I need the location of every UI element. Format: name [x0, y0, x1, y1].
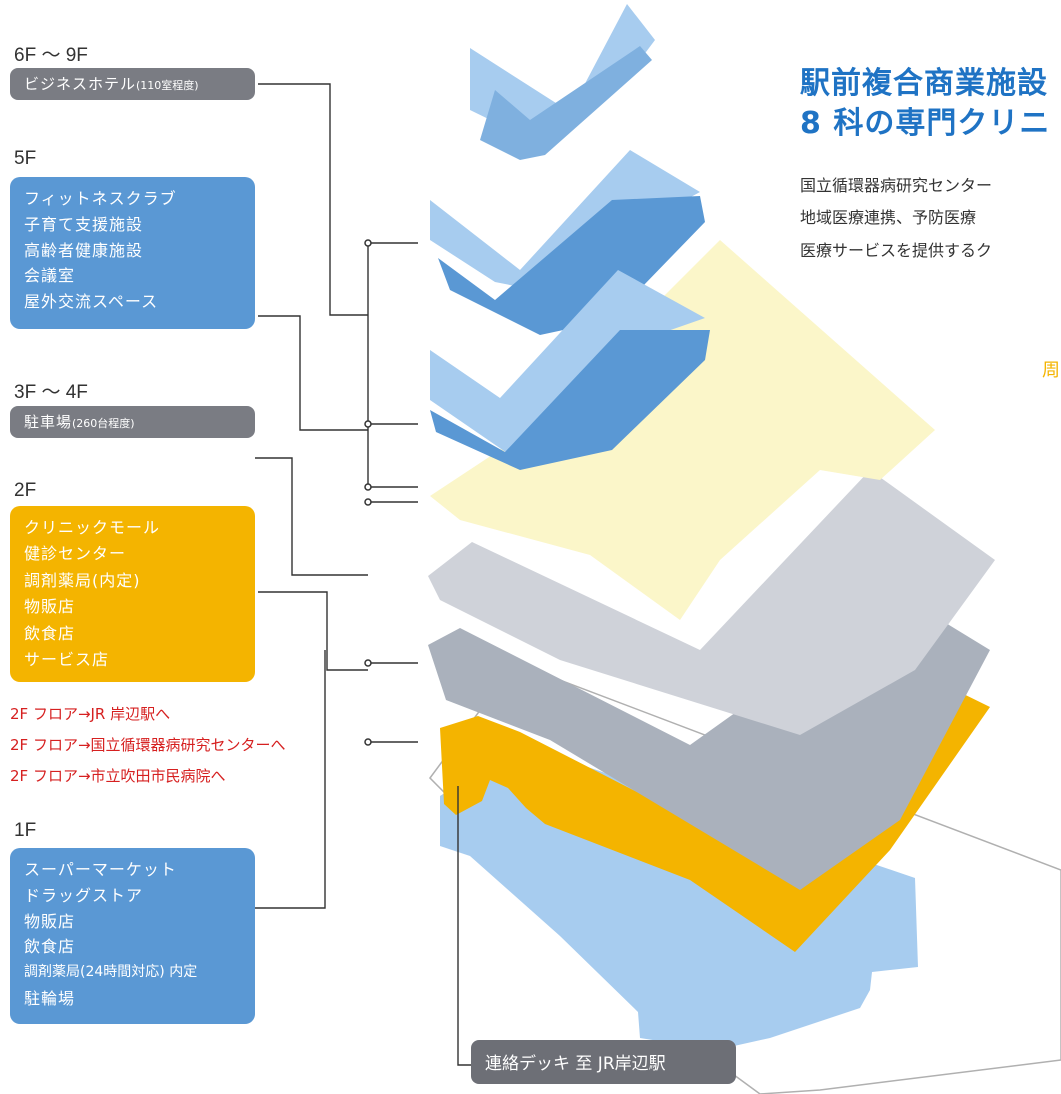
hotel-note: (110室程度) [136, 79, 199, 92]
floor-2f-box: クリニックモール 健診センター 調剤薬局(内定) 物販店 飲食店 サービス店 [10, 506, 255, 682]
connector-lines [255, 83, 471, 1066]
floor-2f-item: サービス店 [24, 650, 110, 670]
parking-pill: 駐車場(260台程度) [10, 406, 255, 438]
floor-5f-item: 子育て支援施設 [24, 214, 144, 234]
hotel-floors-shape [430, 4, 710, 470]
parking-name: 駐車場 [24, 413, 73, 431]
floor-1f-item: 調剤薬局(24時間対応) 内定 [24, 964, 198, 981]
floor-1f-item: 物販店 [24, 911, 76, 931]
parking-note: (260台程度) [72, 417, 135, 430]
link-suita-hospital[interactable]: 2F フロア→市立吹田市民病院へ [10, 767, 226, 785]
floor-label-1f: 1F [14, 820, 37, 841]
floor-1f-item: スーパーマーケット [24, 860, 177, 879]
hotel-pill: ビジネスホテル(110室程度) [10, 68, 255, 100]
floor-2f-item: 調剤薬局(内定) [24, 570, 141, 590]
side-label: 周 [1042, 360, 1060, 381]
link-ncvc[interactable]: 2F フロア→国立循環器病研究センターへ [10, 736, 286, 754]
floor-5f-item: 高齢者健康施設 [24, 240, 144, 260]
description-line-2: 地域医療連携、予防医療 [800, 208, 977, 227]
heading-line-1: 駅前複合商業施設 [800, 66, 1048, 101]
floor-5f-shape [430, 240, 935, 620]
floor-label-6f-9f: 6F ～ 9F [14, 45, 88, 66]
floor-1f-item: 飲食店 [24, 937, 76, 957]
description-line-1: 国立循環器病研究センター [800, 176, 993, 195]
floor-5f-item: 会議室 [24, 266, 76, 286]
floor-label-2f: 2F [14, 480, 37, 501]
floor-1f-item: ドラッグストア [24, 885, 144, 905]
floor-1f-item: 駐輪場 [24, 988, 76, 1008]
floor-5f-box: フィットネスクラブ 子育て支援施設 高齢者健康施設 会議室 屋外交流スペース [10, 177, 255, 329]
description-line-3: 医療サービスを提供するク [800, 241, 993, 260]
floor-label-5f: 5F [14, 148, 37, 169]
floor-1f-box: スーパーマーケット ドラッグストア 物販店 飲食店 調剤薬局(24時間対応) 内… [10, 848, 255, 1024]
floor-2f-item: 物販店 [24, 597, 76, 617]
floor-4f-shape [428, 470, 995, 735]
link-jr-kishibe[interactable]: 2F フロア→JR 岸辺駅へ [10, 705, 171, 723]
floor-5f-item: 屋外交流スペース [24, 292, 159, 312]
floor-2f-item: 飲食店 [24, 623, 76, 643]
floor-5f-item: フィットネスクラブ [24, 189, 177, 208]
hotel-name: ビジネスホテル [24, 75, 137, 93]
floor-label-3f-4f: 3F ～ 4F [14, 382, 88, 403]
floor-2f-item: クリニックモール [24, 518, 161, 537]
heading-line-2: 8 科の専門クリニ [800, 106, 1051, 141]
floor-2f-item: 健診センター [24, 544, 127, 564]
deck-label: 連絡デッキ 至 JR岸辺駅 [471, 1040, 736, 1084]
connector-dots [364, 239, 372, 746]
